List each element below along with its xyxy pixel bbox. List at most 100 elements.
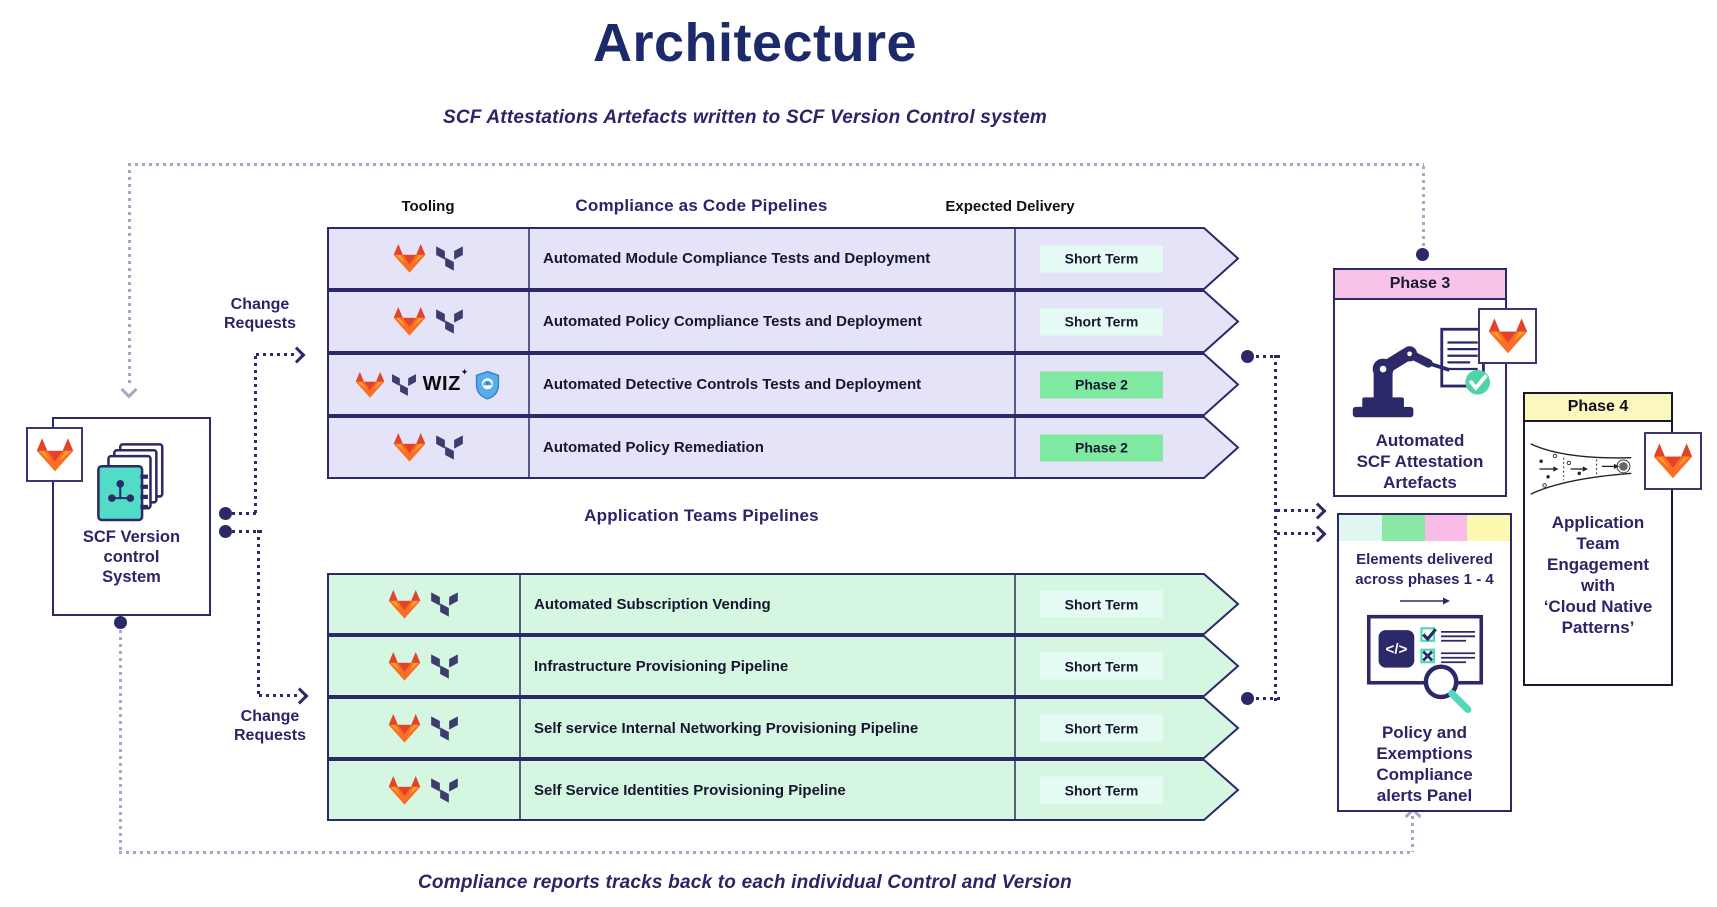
pipeline-arrow-shape [327,353,1240,416]
application-pipelines-title: Application Teams Pipelines [584,506,819,525]
scf-version-control-box: SCF Version control System [52,417,211,616]
pipeline-label: Automated Module Compliance Tests and De… [543,250,931,267]
arrowhead-right-icon [288,346,306,364]
gitlab-icon [393,432,426,463]
pipeline-arrow-shape [327,416,1240,479]
pipeline-row: Automated Subscription Vending Short Ter… [327,573,1240,635]
delivery-badge: Short Term [1040,308,1163,335]
pipeline-row: Automated Policy Remediation Phase 2 [327,416,1240,479]
arrowhead-right-icon [1309,502,1327,520]
pipeline-label: Automated Policy Compliance Tests and De… [543,313,922,330]
phase4-header: Phase 4 [1525,394,1671,422]
arrowhead-down-icon [120,381,138,399]
connector-dot [219,507,232,520]
phase3-header: Phase 3 [1335,270,1505,300]
application-pipelines-table: Automated Subscription Vending Short Ter… [327,573,1240,821]
policy-panel-label: Policy and Exemptions Compliance alerts … [1376,723,1473,806]
tooling-icons [327,416,529,479]
compliance-pipelines-title: Compliance as Code Pipelines [575,196,828,215]
tooling-icons [327,573,520,635]
connector-dot [219,525,232,538]
gitlab-logo-box [26,427,83,482]
delivery-badge: Phase 2 [1040,371,1163,398]
branch-arrow-2 [1277,532,1315,535]
tooling-icons [327,759,520,821]
terraform-icon [435,431,464,464]
pipeline-label: Infrastructure Provisioning Pipeline [534,657,789,675]
gitlab-icon [36,437,74,473]
pipeline-label: Automated Detective Controls Tests and D… [543,376,922,393]
delivery-badge: Short Term [1040,714,1163,742]
cr-bottom-arrow-line [259,694,297,697]
terraform-icon [430,712,459,745]
cr-bottom-link [232,530,262,533]
delivery-badge: Short Term [1040,652,1163,680]
pipeline-arrow-shape [327,290,1240,353]
engagement-funnel-icon [1529,436,1633,502]
strip-phase3 [1424,515,1468,541]
terraform-icon [430,588,459,621]
cr-bottom-vertical [257,530,260,697]
delivery-badge: Short Term [1040,590,1163,618]
cr-top-arrow-line [256,353,294,356]
terraform-icon [391,370,417,400]
policy-panel-icon [1366,614,1484,714]
gitlab-logo-box [1644,432,1702,490]
pipeline-row: Self service Internal Networking Provisi… [327,697,1240,759]
bottom-caption: Compliance reports tracks back to each i… [418,872,1072,893]
pipeline-label: Automated Subscription Vending [534,595,771,613]
bottom-loop-right-line [1411,816,1414,852]
pipeline-arrow-shape [327,573,1240,635]
pipeline-row: WIZ✦ Automated Detective Controls Tests … [327,353,1240,416]
tooling-icons: WIZ✦ [327,353,529,416]
pipeline-label: Self Service Identities Provisioning Pip… [534,781,846,799]
gitlab-icon [355,371,385,399]
phases-arrow-icon [1399,597,1450,605]
connector-dot [1241,350,1254,363]
gitlab-icon [388,713,421,744]
pipeline-label: Automated Policy Remediation [543,439,764,456]
gitlab-logo-box [1478,308,1537,364]
gitlab-icon [1653,442,1693,480]
tooling-icons [327,290,529,353]
arrowhead-right-icon [1309,525,1327,543]
tooling-icons [327,227,529,290]
terraform-icon [430,650,459,683]
top-loop-right-line [1422,166,1425,248]
tooling-icons [327,635,520,697]
phase3-label: Automated SCF Attestation Artefacts [1356,431,1484,493]
terraform-icon [435,305,464,338]
pipeline-row: Automated Policy Compliance Tests and De… [327,290,1240,353]
gitlab-icon [388,589,421,620]
compliance-pipelines-table: Automated Module Compliance Tests and De… [327,227,1240,479]
elements-panel-box: Elements delivered across phases 1 - 4 P… [1337,513,1512,812]
right-bottom-link [1256,697,1280,700]
change-requests-top-label: Change Requests [223,296,297,332]
wiz-logo: WIZ [422,373,461,395]
pipeline-arrow-shape [327,697,1240,759]
tooling-icons [327,697,520,759]
cr-top-vertical [254,356,257,514]
defender-shield-icon [474,370,501,400]
change-requests-bottom-label: Change Requests [233,708,307,744]
gitlab-icon [393,306,426,337]
connector-dot [1416,248,1429,261]
expected-delivery-header: Expected Delivery [945,198,1075,215]
gitlab-icon [393,243,426,274]
cr-top-link [232,512,258,515]
wiz-star-icon: ✦ [460,367,469,377]
robot-attestation-icon [1349,316,1491,422]
connector-dot [1241,692,1254,705]
bottom-loop-line [119,851,1413,854]
scf-box-label: SCF Version control System [82,528,181,587]
strip-phase2 [1381,515,1425,541]
branch-arrow-1 [1277,509,1315,512]
delivery-badge: Short Term [1040,776,1163,804]
pipeline-arrow-shape [327,759,1240,821]
pipeline-arrow-shape [327,227,1240,290]
elements-caption: Elements delivered across phases 1 - 4 [1355,551,1494,588]
git-folder-icon [90,441,174,525]
top-loop-line [128,163,1424,166]
page-title: Architecture [592,13,918,73]
